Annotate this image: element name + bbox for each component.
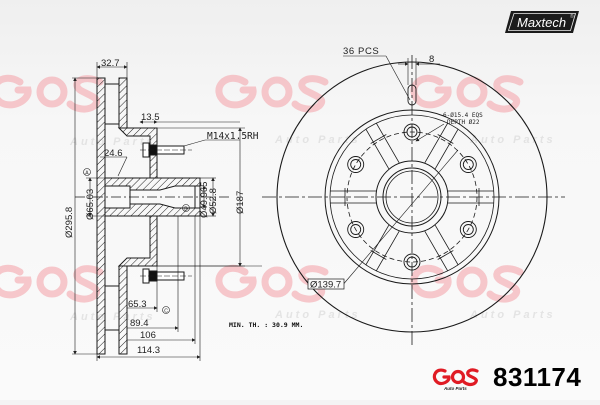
logo-badge: [505, 11, 579, 33]
svg-text:Auto Parts: Auto Parts: [69, 311, 156, 323]
dim-hub-inner: Ø49.965: [199, 182, 210, 218]
vanes-label: 36 PCS: [343, 46, 379, 57]
pcd-box: [307, 278, 345, 290]
gos-footer-logo: Auto Parts: [432, 363, 484, 391]
datum-b: B: [184, 207, 188, 213]
datum-c: C: [164, 309, 168, 315]
pcd-label: Ø139.7: [310, 280, 341, 291]
dim-length-1: 65.3: [128, 299, 147, 310]
dim-hat-offset: 13.5: [141, 112, 160, 123]
svg-text:Auto Parts: Auto Parts: [274, 309, 361, 321]
maxtech-logo: Maxtech ®: [503, 9, 581, 35]
hat-spokes: [330, 122, 494, 272]
svg-text:Auto Parts: Auto Parts: [274, 134, 361, 146]
min-thickness-note: MIN. TH. : 30.9 MM.: [229, 321, 303, 329]
side-section-view: [72, 62, 262, 361]
wheel-stud-top: [140, 142, 192, 158]
vane-slot: [407, 84, 417, 106]
svg-text:Auto Parts: Auto Parts: [69, 136, 156, 148]
front-view-labels: 36 PCS 8 6-Ø15.4 EQS DEPTH Ø22 Ø139.7: [310, 46, 483, 291]
svg-text:Auto Parts: Auto Parts: [469, 309, 556, 321]
front-view: [262, 55, 565, 345]
stud-label: M14x1.5RH: [207, 131, 259, 142]
dim-outer-diameter: Ø295.8: [64, 207, 75, 238]
dim-width-top: 32.7: [101, 58, 120, 69]
datum-a: A: [85, 171, 89, 177]
dim-bore-diameter: Ø65.03: [85, 189, 96, 220]
part-number: 831174: [493, 362, 582, 392]
dim-total-height: 114.3: [137, 345, 160, 356]
footer-logo-sub: Auto Parts: [443, 386, 467, 391]
holes-label: 6-Ø15.4 EQS: [443, 112, 483, 119]
dim-flange-depth: 24.6: [104, 148, 123, 159]
registered-mark: ®: [570, 13, 574, 20]
dim-hub-diameter: Ø52.8: [208, 188, 219, 214]
dim-length-3: 106: [140, 330, 156, 341]
wheel-stud-bottom: [140, 268, 192, 284]
side-view-labels: 32.7 13.5 24.6 M14x1.5RH Ø295.8 Ø65.03 Ø…: [64, 58, 303, 356]
svg-text:Auto Parts: Auto Parts: [469, 134, 556, 146]
depth-label: DEPTH Ø22: [447, 119, 480, 126]
dim-length-2: 89.4: [130, 318, 149, 329]
vane-width: 8: [429, 54, 434, 65]
dim-hat-diameter: Ø187: [235, 191, 246, 214]
brand-name: Maxtech: [517, 15, 566, 30]
watermark-group: Auto Parts Auto Parts Auto Parts Auto Pa…: [0, 78, 556, 323]
